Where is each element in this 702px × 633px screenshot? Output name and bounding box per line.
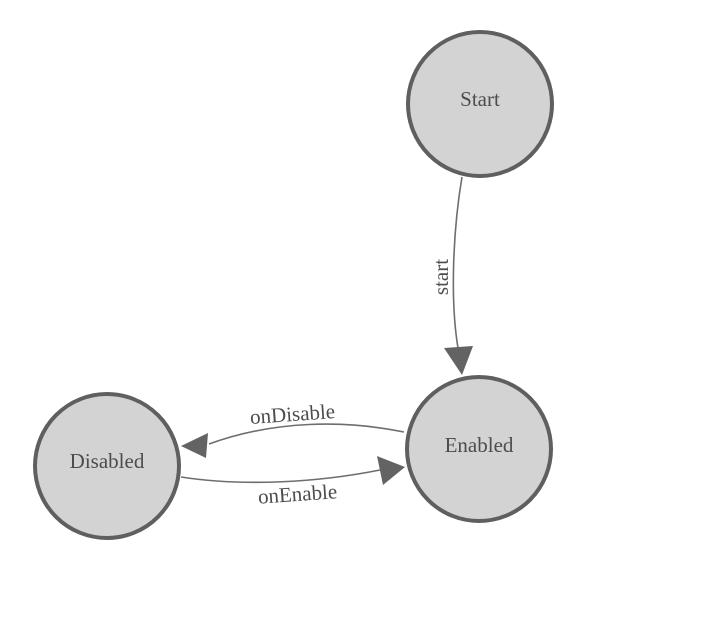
edge-label-start: start: [429, 259, 453, 295]
state-node-enabled: [405, 375, 553, 523]
state-label-start: Start: [460, 87, 500, 111]
arrowhead-start-to-enabled: [444, 346, 473, 375]
state-label-disabled: Disabled: [70, 449, 145, 473]
state-node-start: [406, 30, 554, 178]
edge-disabled-to-enabled: [180, 469, 381, 484]
arrowhead-enabled-to-disabled: [181, 433, 208, 458]
edge-label-ondisable: onDisable: [249, 399, 336, 429]
edge-enabled-to-disabled: [208, 423, 405, 445]
state-node-disabled: [33, 392, 181, 540]
arrowhead-disabled-to-enabled: [377, 456, 405, 485]
state-label-enabled: Enabled: [445, 433, 514, 457]
edge-label-onenable: onEnable: [257, 479, 338, 508]
edge-start-to-enabled: [452, 176, 463, 349]
